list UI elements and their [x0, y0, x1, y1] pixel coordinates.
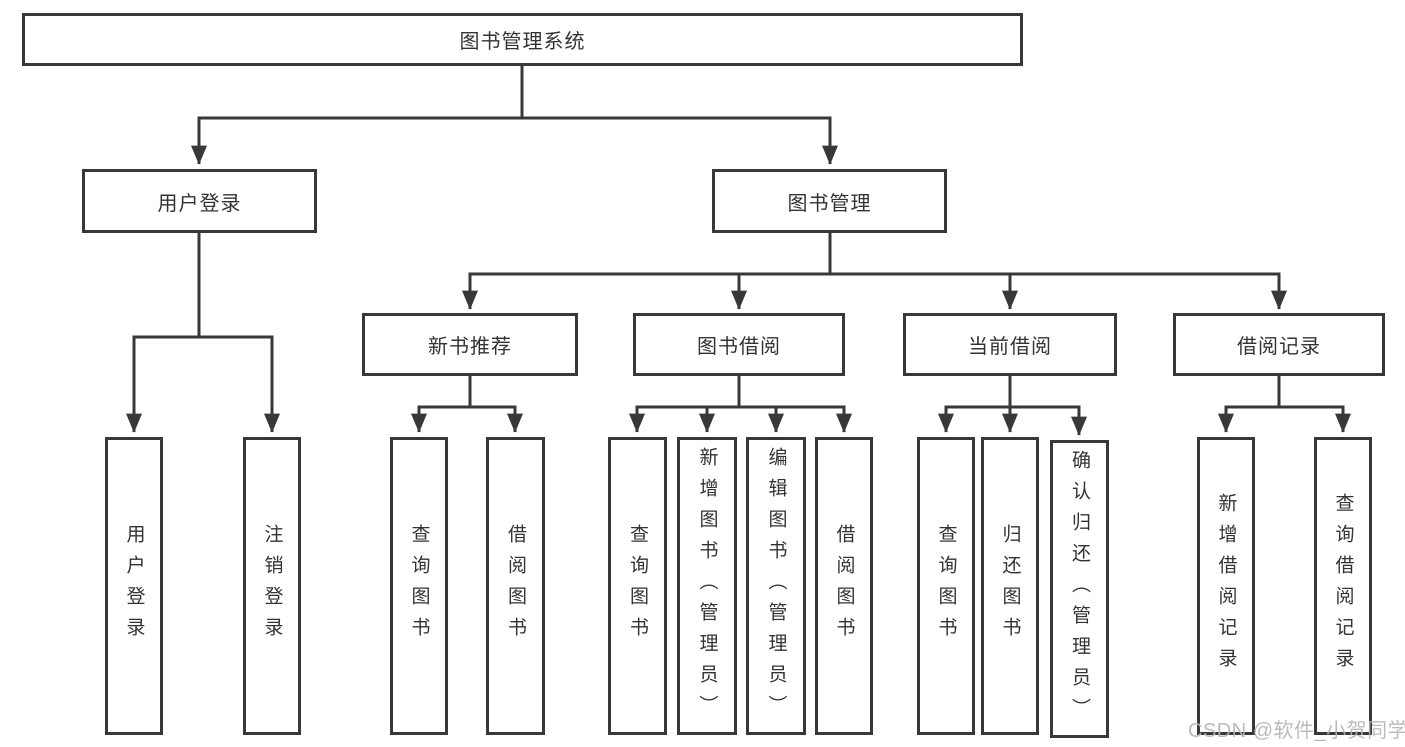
node-label: 注销登录	[261, 524, 283, 648]
node-book-management: 图书管理	[712, 169, 947, 233]
node-label: 借阅图书	[505, 524, 526, 648]
node-label: 图书管理系统	[459, 31, 586, 53]
node-label: 查询图书	[935, 524, 957, 648]
node-label: 确认归还（管理员）	[1069, 449, 1090, 729]
node-label: 编辑图书（管理员）	[765, 446, 787, 726]
leaf-borrowing-query-books: 查询图书	[608, 437, 667, 735]
node-label: 新增图书（管理员）	[696, 446, 718, 726]
leaf-user-login: 用户登录	[105, 437, 163, 735]
leaf-borrowing-add-books-admin: 新增图书（管理员）	[677, 437, 737, 735]
leaf-current-confirm-return-admin: 确认归还（管理员）	[1050, 440, 1109, 738]
node-label: 借阅图书	[833, 524, 855, 648]
node-label: 当前借阅	[968, 336, 1052, 358]
node-label: 借阅记录	[1237, 336, 1321, 358]
leaf-borrowing-borrow-books: 借阅图书	[815, 437, 873, 735]
leaf-recommend-borrow-books: 借阅图书	[486, 437, 545, 735]
leaf-records-add-record: 新增借阅记录	[1197, 437, 1255, 735]
leaf-borrowing-edit-books-admin: 编辑图书（管理员）	[746, 437, 806, 735]
node-user-login: 用户登录	[82, 169, 317, 233]
node-library-management-system: 图书管理系统	[22, 13, 1023, 66]
node-label: 归还图书	[999, 524, 1021, 648]
node-book-borrowing: 图书借阅	[633, 313, 845, 376]
leaf-records-query-record: 查询借阅记录	[1314, 437, 1372, 735]
node-current-borrowing: 当前借阅	[903, 313, 1117, 376]
node-label: 新书推荐	[428, 336, 512, 358]
leaf-recommend-query-books: 查询图书	[390, 437, 448, 735]
csdn-watermark: CSDN @软件_小贺同学	[1188, 720, 1405, 742]
node-label: 查询借阅记录	[1332, 493, 1354, 679]
node-label: 图书借阅	[697, 336, 781, 358]
node-borrowing-records: 借阅记录	[1173, 313, 1385, 376]
node-label: 查询图书	[627, 524, 648, 648]
node-label: 用户登录	[157, 192, 242, 215]
node-label: 查询图书	[408, 524, 430, 648]
leaf-logout: 注销登录	[243, 437, 301, 735]
leaf-current-return-books: 归还图书	[981, 437, 1039, 735]
node-label: 用户登录	[123, 524, 145, 648]
leaf-current-query-books: 查询图书	[917, 437, 975, 735]
node-label: 新增借阅记录	[1215, 493, 1237, 679]
node-new-book-recommend: 新书推荐	[362, 313, 578, 376]
node-label: 图书管理	[787, 192, 872, 215]
